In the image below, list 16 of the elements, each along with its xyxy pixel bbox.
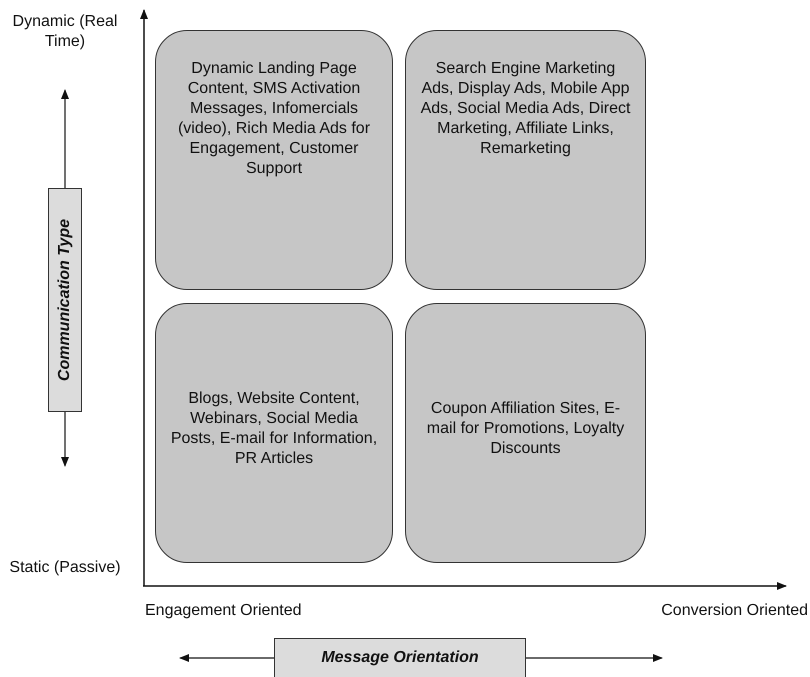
axis-end-label: Dynamic (Real Time) [12,12,118,52]
quadrant-box [405,30,646,290]
quadrant-text: Coupon Affiliation Sites, E-mail for Promotions, Loyalty Discounts [426,399,626,459]
quadrant-box [405,303,646,563]
quadrant-text: Search Engine Marketing Ads, Display Ads, Mobile App Ads, Social Media Ads, Direct Marketing, Affiliate Links, Remarketing [420,59,631,159]
axis-end-label: Engagement Oriented [145,601,302,621]
quadrant-text: Blogs, Website Content, Webinars, Social Media Posts, E-mail for Information, PR Articles [170,389,378,469]
quadrant-text: Dynamic Landing Page Content, SMS Activation Messages, Infomercials (video), Rich Media Ads for Engagement, Customer Support [176,59,372,179]
axis-title-box [48,188,82,412]
axis-title: Communication Type [56,218,74,382]
axis-title-box [274,638,526,677]
axis-end-label: Conversion Oriented [661,601,808,621]
axis-title: Message Orientation [321,649,479,667]
quadrant-box [155,303,393,563]
quadrant-box [155,30,393,290]
axis-end-label: Static (Passive) [8,558,122,578]
